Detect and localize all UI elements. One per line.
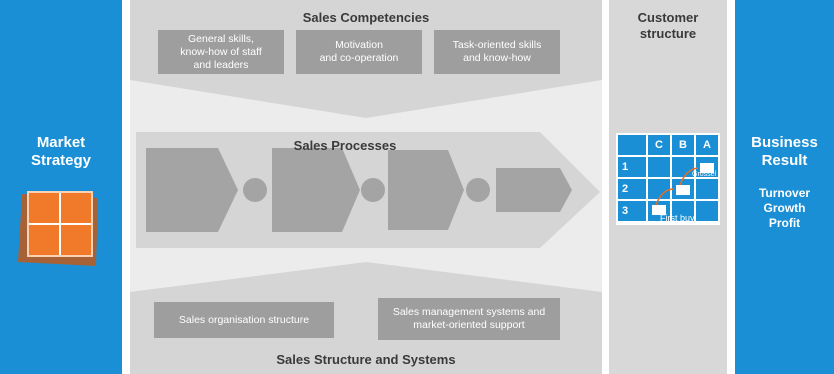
- grid-col-a: A: [696, 135, 718, 155]
- strategy-grid-icon: [16, 188, 98, 266]
- customer-progress-arrows: [652, 163, 714, 215]
- customer-structure-title: Customer structure: [637, 10, 699, 41]
- sales-area: Sales Competencies General skills, know-…: [130, 0, 602, 374]
- grid-header-corner: [618, 135, 646, 155]
- processes-arrow: [136, 132, 600, 248]
- competency-box-general-skills: General skills, know-how of staff and le…: [158, 30, 284, 74]
- grid-row-3: 3: [618, 201, 646, 221]
- grid-row-1: 1: [618, 157, 646, 177]
- structure-box-organisation: Sales organisation structure: [154, 302, 334, 338]
- grid-col-b: B: [672, 135, 694, 155]
- competency-box-task-skills: Task-oriented skills and know-how: [434, 30, 560, 74]
- customer-grid: C B A 1 2 3 First buy Grossel: [616, 133, 720, 225]
- competency-box-motivation: Motivation and co-operation: [296, 30, 422, 74]
- structure-box-management-systems: Sales management systems and market-orie…: [378, 298, 560, 340]
- business-result-title: Business Result: [751, 134, 818, 169]
- grid-col-c: C: [648, 135, 670, 155]
- processes-title: Sales Processes: [293, 138, 397, 153]
- grid-cell: [648, 179, 670, 199]
- grid-cell: [696, 201, 718, 221]
- structure-band: [130, 262, 602, 374]
- repeat-label: Grossel: [692, 171, 717, 178]
- structure-title: Sales Structure and Systems: [276, 352, 456, 367]
- customer-structure-panel: Customer structure C B A 1 2 3 First buy: [609, 0, 727, 374]
- grid-cell: [696, 179, 718, 199]
- grid-cell: [648, 157, 670, 177]
- first-buy-label: First buy: [660, 213, 695, 223]
- market-strategy-panel: Market Strategy: [0, 0, 122, 374]
- market-strategy-title: Market Strategy: [30, 134, 92, 169]
- business-result-items: Turnover Growth Profit: [758, 186, 811, 230]
- competencies-title: Sales Competencies: [302, 10, 430, 25]
- business-result-panel: Business Result Turnover Growth Profit: [735, 0, 834, 374]
- grid-row-2: 2: [618, 179, 646, 199]
- grid-cell: [672, 201, 694, 221]
